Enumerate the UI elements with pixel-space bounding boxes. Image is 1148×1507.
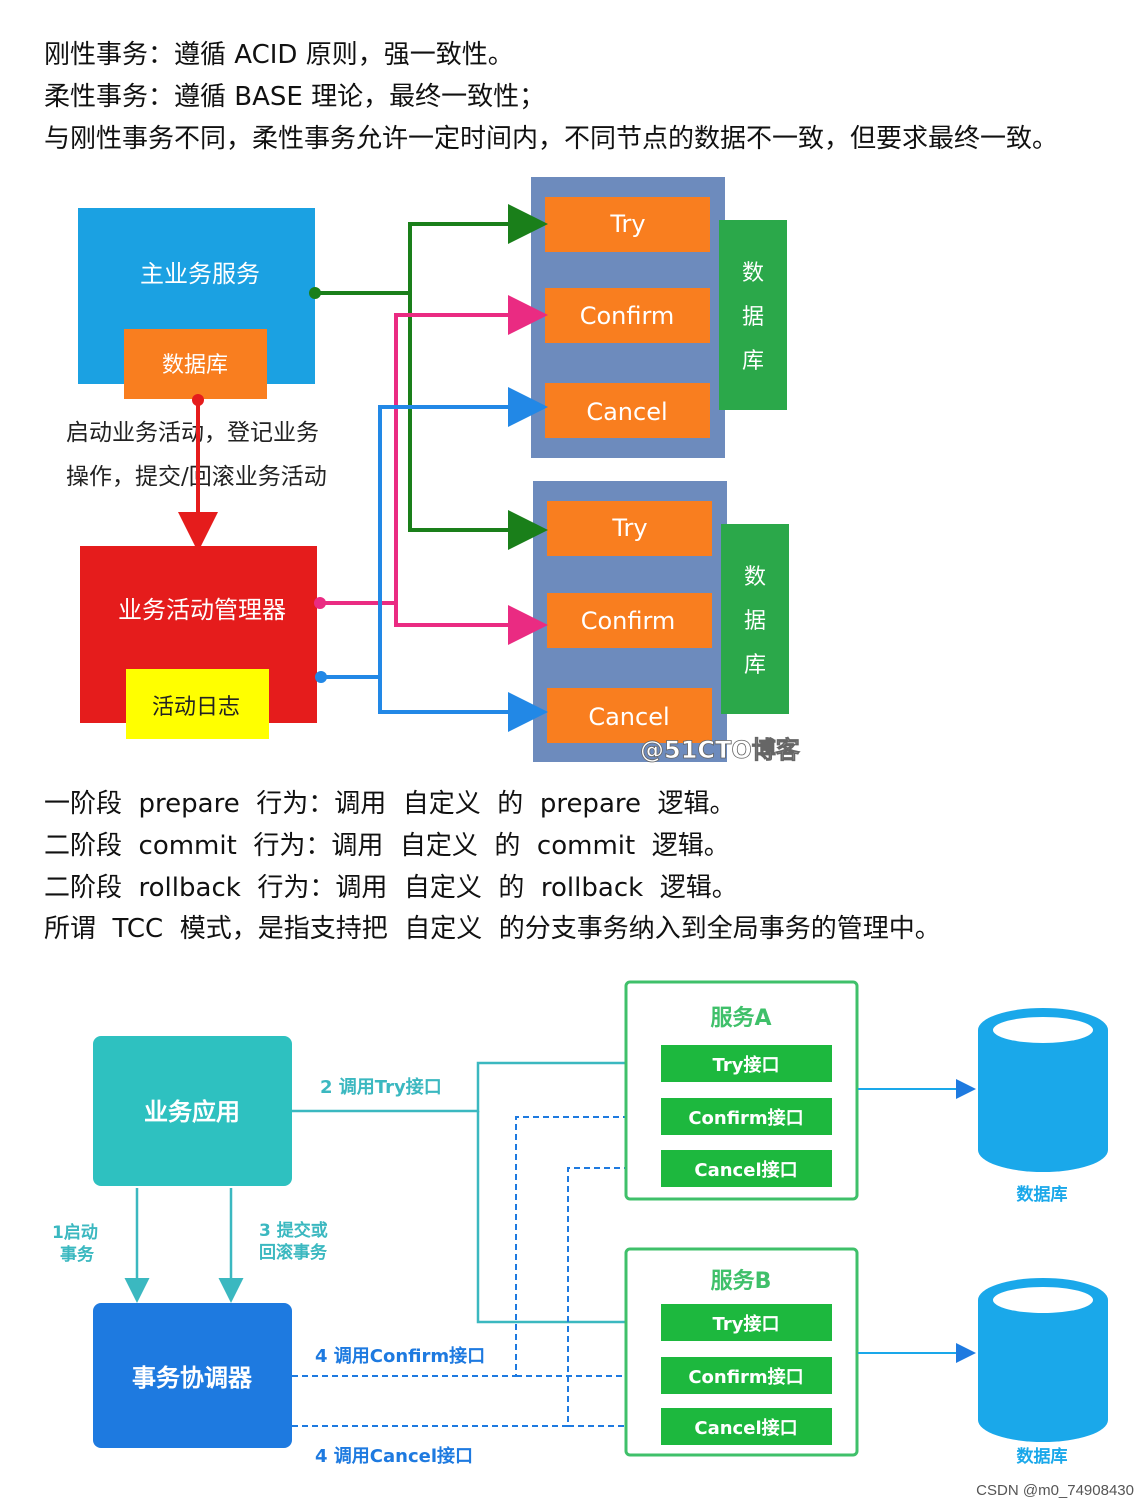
green-try-arrows — [309, 204, 548, 550]
p1-confirm: Confirm — [580, 302, 675, 330]
database-b-label: 数据库 — [1017, 1446, 1068, 1467]
service-a-try: Try接口 — [713, 1054, 780, 1076]
app-box: 业务应用 — [93, 1036, 292, 1186]
p1-db-char-2: 据 — [742, 305, 764, 330]
database-b-icon — [978, 1278, 1108, 1442]
try-call-arrows — [292, 1050, 660, 1335]
p1-db-char-3: 库 — [742, 349, 764, 374]
p1-cancel: Cancel — [586, 398, 667, 426]
manager-label: 业务活动管理器 — [118, 596, 286, 624]
service-b-try: Try接口 — [713, 1313, 780, 1335]
database-a-icon — [978, 1008, 1108, 1172]
p1-try: Try — [609, 210, 645, 238]
step4-confirm-label: 4 调用Confirm接口 — [315, 1345, 485, 1367]
service-a-box: 服务A Try接口 Confirm接口 Cancel接口 — [624, 980, 859, 1201]
database-a-label: 数据库 — [1017, 1184, 1068, 1205]
pink-confirm-arrows — [314, 295, 548, 645]
intro-line-2: 柔性事务：遵循 BASE 理论，最终一致性； — [44, 82, 546, 112]
service-b-title: 服务B — [711, 1269, 772, 1294]
step1-line2: 事务 — [60, 1244, 95, 1265]
confirm-call-arrows — [292, 1107, 659, 1386]
p2-confirm: Confirm — [581, 607, 676, 635]
service-a-confirm: Confirm接口 — [688, 1107, 803, 1129]
participant-panel-1: Try Confirm Cancel 数 据 库 — [531, 177, 787, 458]
step4-cancel-label: 4 调用Cancel接口 — [315, 1445, 473, 1467]
step2-label: 2 调用Try接口 — [320, 1076, 442, 1098]
step1-line1: 1启动 — [52, 1222, 98, 1243]
intro-line-1: 刚性事务：遵循 ACID 原则，强一致性。 — [44, 40, 514, 70]
service-b-confirm: Confirm接口 — [688, 1366, 803, 1388]
phase-line-3: 二阶段 rollback 行为：调用 自定义 的 rollback 逻辑。 — [44, 873, 738, 903]
coordinator-box: 事务协调器 — [93, 1303, 292, 1448]
intro-line-3: 与刚性事务不同，柔性事务允许一定时间内，不同节点的数据不一致，但要求最终一致。 — [44, 124, 1059, 154]
participant-panel-2: Try Confirm Cancel 数 据 库 — [533, 481, 789, 762]
cancel-call-arrows — [292, 1158, 659, 1436]
phase-line-1: 一阶段 prepare 行为：调用 自定义 的 prepare 逻辑。 — [44, 789, 736, 819]
service-a-cancel: Cancel接口 — [694, 1159, 797, 1181]
p2-db-char-1: 数 — [744, 565, 766, 590]
p2-try: Try — [611, 514, 647, 542]
service-b-cancel: Cancel接口 — [694, 1417, 797, 1439]
service-a-title: 服务A — [710, 1006, 771, 1031]
p2-cancel: Cancel — [588, 703, 669, 731]
main-db-label: 数据库 — [162, 353, 228, 378]
phase-line-2: 二阶段 commit 行为：调用 自定义 的 commit 逻辑。 — [44, 831, 730, 861]
main-db-box: 数据库 — [124, 329, 267, 399]
step3-line2: 回滚事务 — [259, 1242, 328, 1263]
activity-log-label: 活动日志 — [152, 695, 240, 720]
step3-line1: 3 提交或 — [259, 1220, 328, 1241]
blue-cancel-arrows — [315, 387, 548, 732]
p1-db-char-1: 数 — [742, 261, 764, 286]
coordinator-label: 事务协调器 — [132, 1364, 253, 1392]
phase-line-4: 所谓 TCC 模式，是指支持把 自定义 的分支事务纳入到全局事务的管理中。 — [44, 914, 941, 944]
app-label: 业务应用 — [144, 1098, 240, 1126]
annotation-line-1: 启动业务活动，登记业务 — [66, 420, 319, 446]
p2-db-char-3: 库 — [744, 653, 766, 678]
watermark-51cto: @51CTO博客 — [640, 736, 801, 764]
p2-db-char-2: 据 — [744, 609, 766, 634]
activity-log-box: 活动日志 — [126, 669, 269, 739]
main-service-label: 主业务服务 — [140, 260, 260, 288]
service-b-box: 服务B Try接口 Confirm接口 Cancel接口 — [624, 1247, 859, 1457]
csdn-footer: CSDN @m0_74908430 — [976, 1482, 1134, 1499]
